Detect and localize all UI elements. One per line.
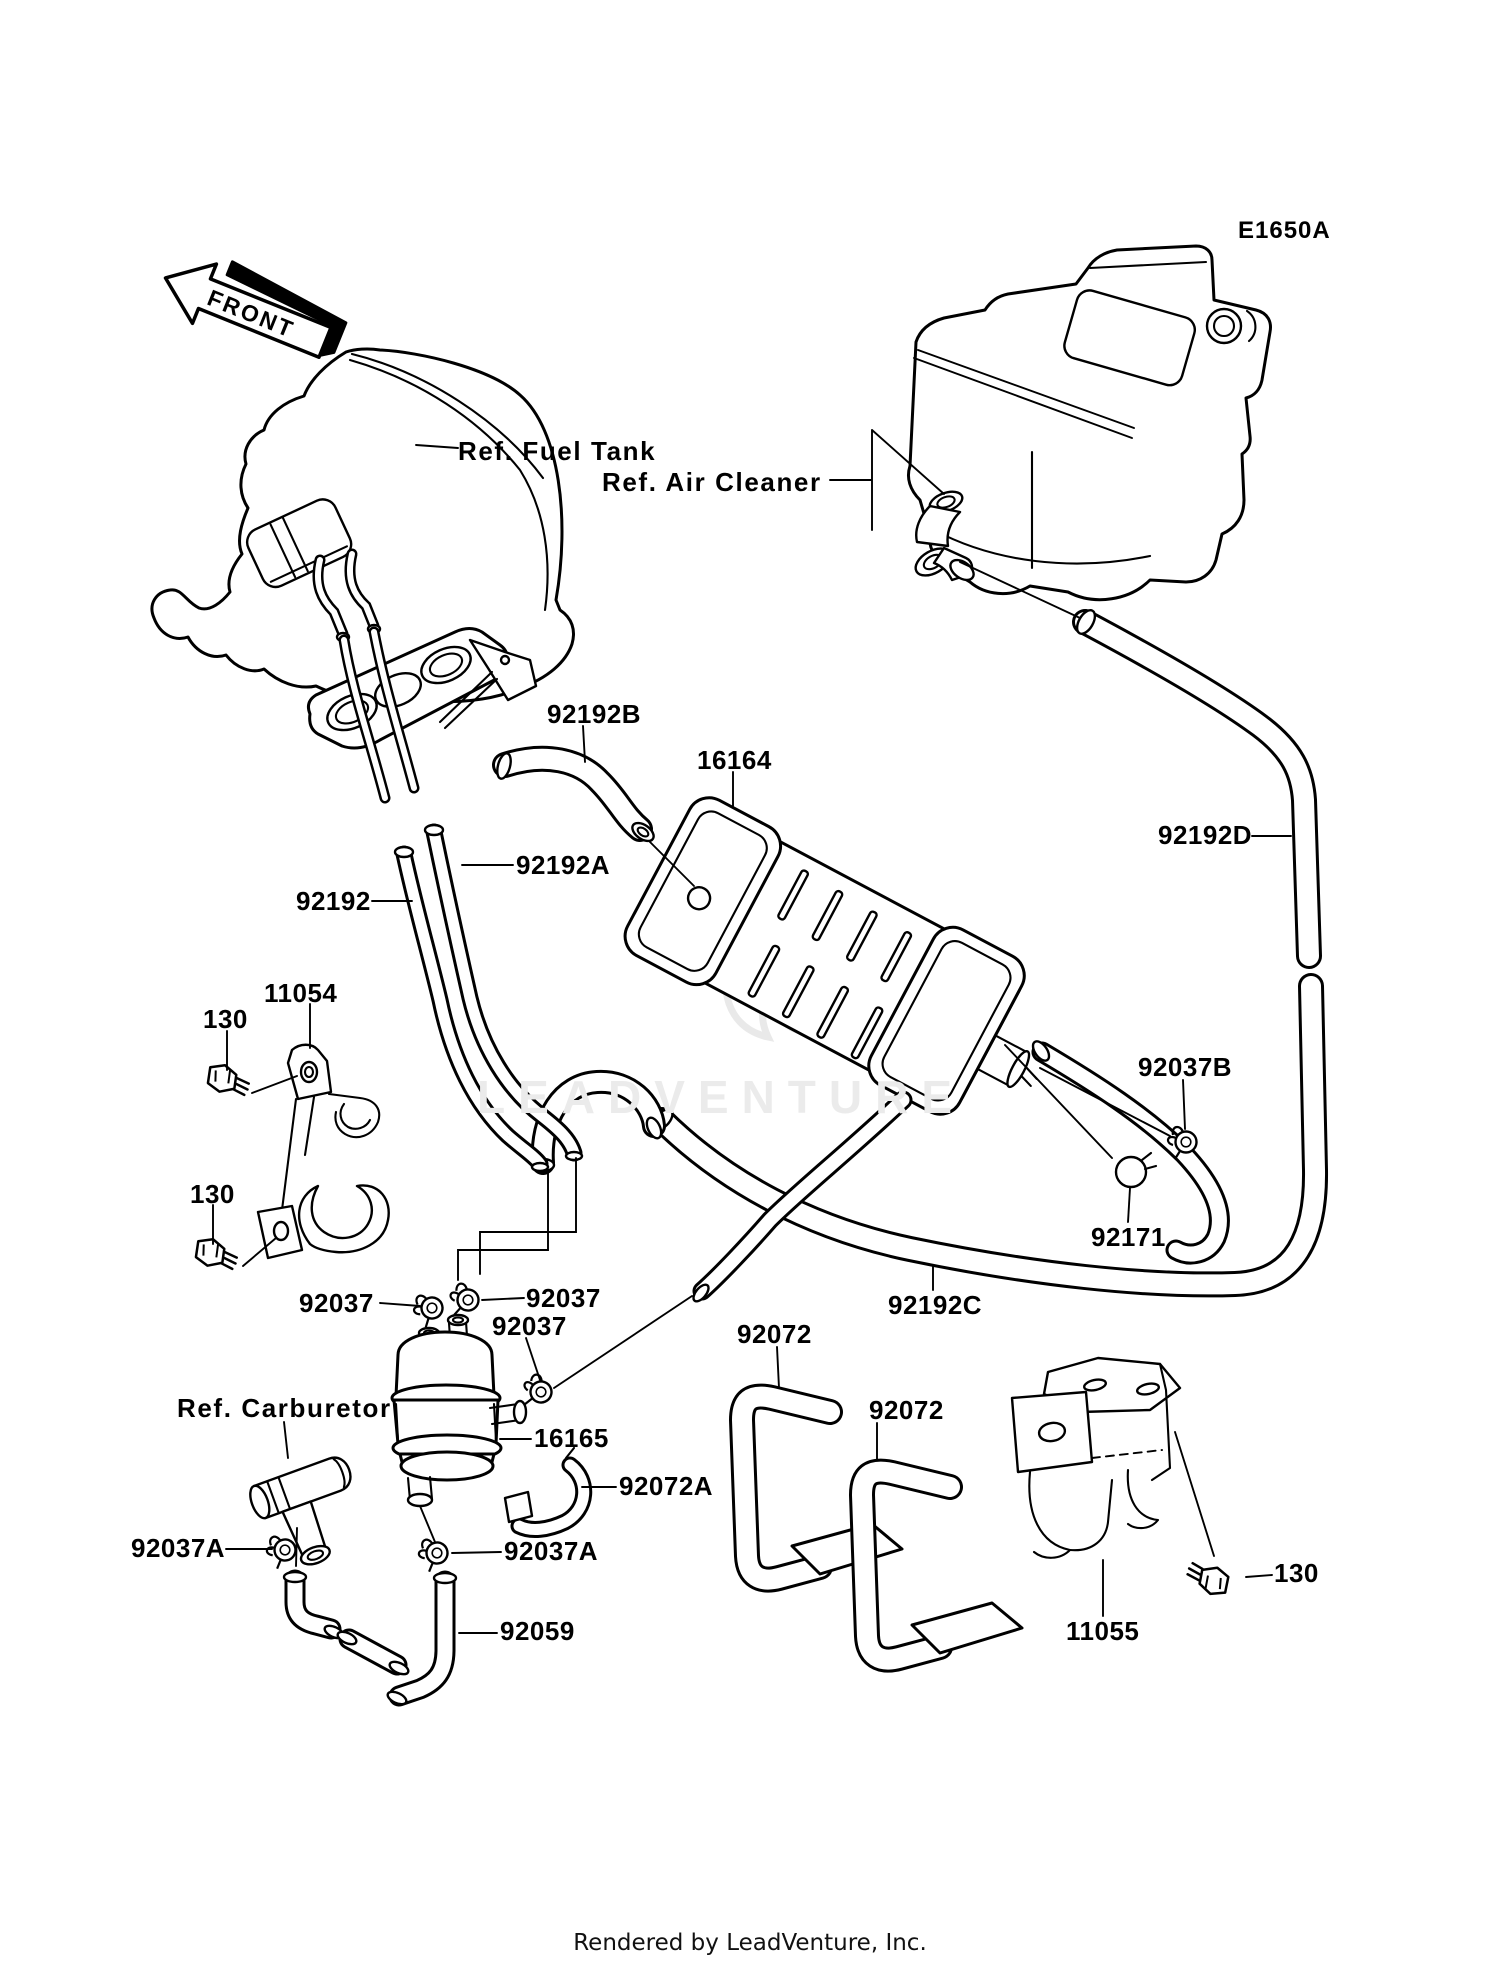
part-label-92037-2: 92037 bbox=[526, 1283, 601, 1313]
hose-canister-port-curl bbox=[1030, 1040, 1220, 1254]
clamp-92037a-right bbox=[415, 1535, 452, 1575]
part-label-16165: 16165 bbox=[534, 1423, 609, 1453]
hose-92059 bbox=[282, 1572, 458, 1707]
part-label-11055: 11055 bbox=[1066, 1616, 1140, 1646]
part-label-130-1: 130 bbox=[203, 1004, 248, 1034]
part-label-92037b: 92037B bbox=[1138, 1052, 1233, 1082]
separator-16165-drawing bbox=[390, 1313, 528, 1508]
bracket-11055-drawing bbox=[1010, 1356, 1182, 1559]
part-label-92072-1: 92072 bbox=[737, 1319, 812, 1349]
bracket-11054-drawing bbox=[256, 1043, 390, 1260]
part-label-92072-2: 92072 bbox=[869, 1395, 944, 1425]
part-label-92037-1: 92037 bbox=[299, 1288, 374, 1318]
part-label-130-3: 130 bbox=[1274, 1558, 1319, 1588]
band-92072a-drawing bbox=[503, 1446, 584, 1529]
ref-carburetor-label: Ref. Carburetor bbox=[177, 1393, 392, 1423]
page-code: E1650A bbox=[1238, 217, 1331, 244]
clamp-92171-drawing bbox=[1114, 1151, 1158, 1189]
leader-lines bbox=[212, 429, 1292, 1634]
canister-drawing bbox=[623, 796, 1038, 1116]
part-label-92037a-1: 92037A bbox=[131, 1533, 226, 1563]
part-label-92171: 92171 bbox=[1091, 1222, 1166, 1252]
part-label-92192: 92192 bbox=[296, 886, 371, 916]
render-credit: Rendered by LeadVenture, Inc. bbox=[573, 1930, 927, 1956]
part-label-16164: 16164 bbox=[697, 745, 772, 775]
hose-92192b bbox=[495, 752, 655, 843]
ref-fuel-tank-label: Ref. Fuel Tank bbox=[458, 436, 657, 466]
ref-air-cleaner-label: Ref. Air Cleaner bbox=[602, 467, 822, 497]
bolt-130-upper bbox=[204, 1061, 253, 1099]
band-92072-second bbox=[862, 1472, 1024, 1660]
part-label-92037-3: 92037 bbox=[492, 1311, 567, 1341]
part-label-11054: 11054 bbox=[264, 978, 338, 1008]
clamp-92037a-left bbox=[263, 1532, 300, 1572]
air-cleaner-drawing bbox=[906, 244, 1272, 602]
part-label-92072a: 92072A bbox=[619, 1471, 714, 1501]
part-label-92037a-2: 92037A bbox=[504, 1536, 599, 1566]
clamp-92037-2 bbox=[446, 1280, 483, 1320]
hose-92192d bbox=[1073, 607, 1309, 956]
bolt-130-bracket bbox=[1183, 1559, 1233, 1599]
leadventure-watermark-text: LEADVENTURE bbox=[477, 1071, 966, 1123]
tubes-92192-92192a bbox=[344, 632, 584, 1171]
fuel-tank-drawing bbox=[150, 347, 575, 750]
bolt-130-lower bbox=[192, 1235, 241, 1273]
part-label-92192b: 92192B bbox=[547, 699, 642, 729]
part-label-92192d: 92192D bbox=[1158, 820, 1253, 850]
air-cleaner-elbow-fitting bbox=[914, 490, 975, 582]
part-label-92059: 92059 bbox=[500, 1616, 575, 1646]
t-fitting-drawing bbox=[249, 1456, 352, 1566]
part-label-130-2: 130 bbox=[190, 1179, 235, 1209]
part-label-92192c: 92192C bbox=[888, 1290, 983, 1320]
part-label-92192a: 92192A bbox=[516, 850, 611, 880]
front-direction-arrow: FRONT bbox=[163, 260, 348, 359]
clamp-92037-1 bbox=[409, 1289, 448, 1331]
hose-canister-bottom bbox=[692, 1100, 903, 1303]
